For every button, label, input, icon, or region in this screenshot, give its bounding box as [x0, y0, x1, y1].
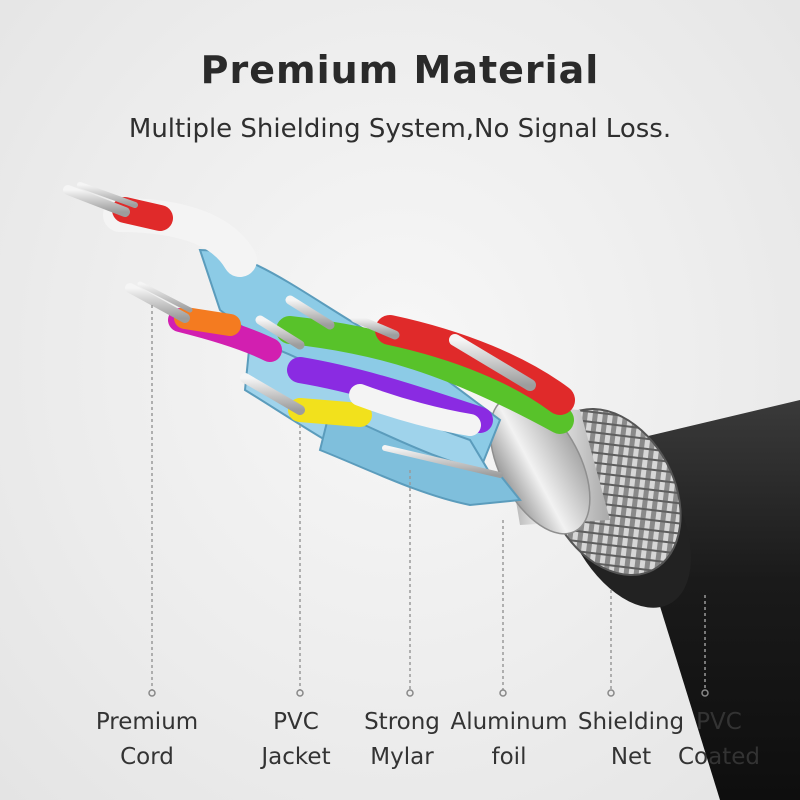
colored-pvc-conductors [103, 197, 575, 436]
label-pvc-jacket: PVC Jacket [261, 709, 331, 770]
label-shielding-net: Shielding Net [577, 709, 685, 770]
label-strong-mylar: Strong Mylar [364, 709, 440, 770]
label-pvc-coated: PVC Coated [678, 709, 760, 770]
premium-cord-strands [63, 182, 536, 478]
leader-dots [148, 689, 709, 697]
leader-lines [151, 305, 706, 690]
page-subtitle: Multiple Shielding System,No Signal Loss… [128, 114, 672, 144]
label-aluminum-foil: Aluminum foil [450, 709, 568, 770]
page-title: Premium Material [200, 48, 600, 92]
label-premium-cord: Premium Cord [95, 709, 199, 770]
